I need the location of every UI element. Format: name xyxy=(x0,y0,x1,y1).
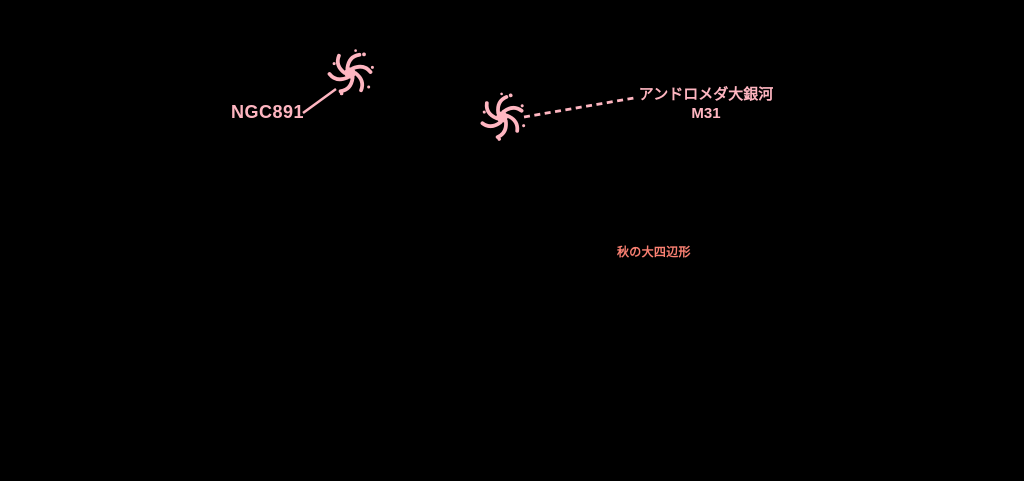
great-square-of-autumn-label: 秋の大四辺形 xyxy=(617,245,691,259)
andromeda-galaxy-name: アンドロメダ大銀河 xyxy=(638,86,774,103)
spiral-galaxy-icon xyxy=(327,47,376,98)
m31-pointer-line xyxy=(523,96,635,119)
ngc891-label: NGC891 xyxy=(231,102,305,122)
andromeda-galaxy-label: アンドロメダ大銀河 M31 xyxy=(636,85,776,123)
pointer-lines xyxy=(302,87,635,119)
spiral-galaxy-icon xyxy=(474,86,533,146)
m31-designation: M31 xyxy=(691,105,721,122)
ngc891-pointer-line xyxy=(302,87,337,115)
